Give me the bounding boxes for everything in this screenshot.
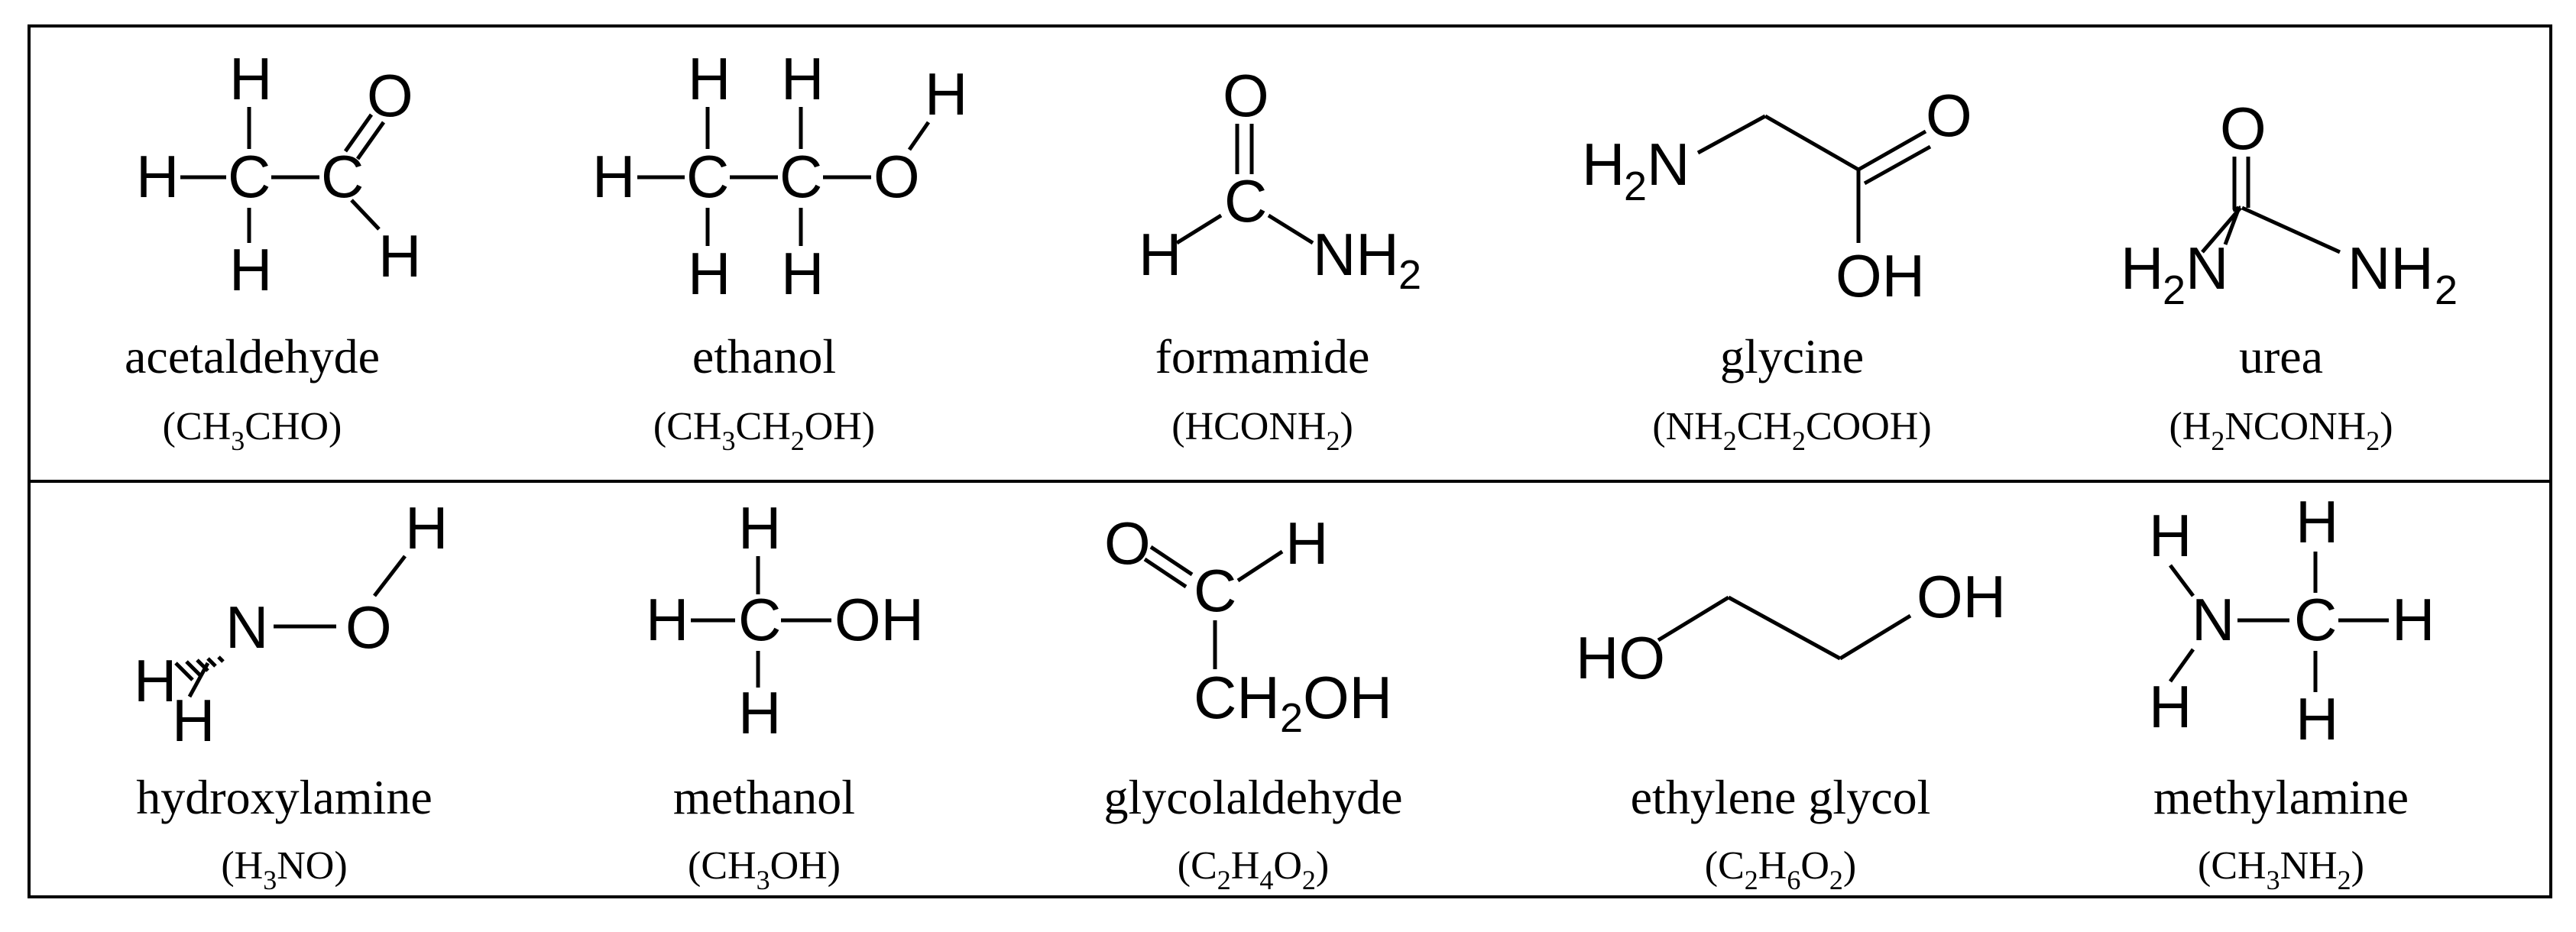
atom-h: H xyxy=(405,494,448,561)
atom-oh: OH xyxy=(834,586,924,653)
methylamine-structure: H H N C H H H xyxy=(2149,488,2435,752)
molecule-formula: (HCONH2) xyxy=(1171,405,1353,456)
atom-h: H xyxy=(2296,685,2338,752)
atom-o: O xyxy=(2220,95,2267,162)
atom-c: C xyxy=(738,586,781,653)
molecule-name: methylamine xyxy=(2153,770,2409,824)
atom-ho: HO xyxy=(1576,624,1665,691)
atom-h: H xyxy=(2149,673,2192,740)
molecule-formula: (C2H4O2) xyxy=(1178,844,1329,895)
molecule-formula: (CH3OH) xyxy=(688,844,841,895)
atom-c: C xyxy=(321,143,364,210)
molecule-formula: (H3NO) xyxy=(221,844,347,895)
atom-o: O xyxy=(367,62,413,129)
atom-nh2: NH xyxy=(2348,235,2434,302)
atom-c: C xyxy=(779,143,822,210)
atom-oh: OH xyxy=(1303,664,1392,731)
molecule-formula: (NH2CH2COOH) xyxy=(1652,405,1931,456)
atom-h: H xyxy=(688,240,731,307)
atom-n: N xyxy=(1647,131,1690,198)
molecule-name: formamide xyxy=(1155,329,1370,383)
atom-c: C xyxy=(2294,586,2337,653)
atom-h: H xyxy=(134,647,177,714)
molecule-name: glycolaldehyde xyxy=(1104,770,1403,824)
atom-h: H xyxy=(646,586,689,653)
atom-h: H xyxy=(738,494,781,561)
molecule-formula: (CH3NH2) xyxy=(2198,844,2364,895)
ethanol-structure: H H H C C O H H H xyxy=(592,45,967,307)
table-border xyxy=(28,24,2552,898)
atom-h: H xyxy=(229,45,272,112)
atom-ch2: CH xyxy=(1194,664,1280,731)
atom-h: H xyxy=(136,143,179,210)
molecule-name: methanol xyxy=(673,770,855,824)
molecule-name: acetaldehyde xyxy=(125,329,380,383)
atom-h: H xyxy=(2121,235,2163,302)
molecule-formula: (CH3CHO) xyxy=(163,405,342,456)
molecule-formula: (C2H6O2) xyxy=(1705,844,1856,895)
atom-h: H xyxy=(738,679,781,746)
atom-nh2: NH xyxy=(1313,221,1399,288)
subscript-2: 2 xyxy=(2435,267,2458,313)
atom-c: C xyxy=(228,143,271,210)
atom-h: H xyxy=(1285,510,1328,577)
atom-oh: OH xyxy=(1917,563,2006,630)
atom-c: C xyxy=(1224,167,1267,235)
molecule-name: ethylene glycol xyxy=(1631,770,1931,824)
atom-h: H xyxy=(925,60,967,128)
glycine-structure: H 2 N O OH xyxy=(1582,82,1972,309)
urea-structure: O H 2 N NH 2 xyxy=(2121,95,2458,313)
subscript-2: 2 xyxy=(1624,163,1647,209)
atom-n: N xyxy=(2192,586,2234,653)
subscript-2: 2 xyxy=(1280,695,1303,741)
atom-o: O xyxy=(1223,62,1269,129)
atom-h: H xyxy=(781,240,824,307)
atom-h: H xyxy=(2296,488,2338,555)
atom-c: C xyxy=(686,143,729,210)
atom-c: C xyxy=(1194,557,1236,624)
atom-h: H xyxy=(229,236,272,303)
atom-h: H xyxy=(688,45,731,112)
molecule-name: hydroxylamine xyxy=(136,770,432,824)
molecule-formula: (CH3CH2OH) xyxy=(653,405,875,456)
subscript-2: 2 xyxy=(2163,267,2186,313)
molecule-name: glycine xyxy=(1720,329,1864,383)
atom-o: O xyxy=(873,143,920,210)
hydroxylamine-structure: H N O H H xyxy=(134,494,448,754)
atom-oh: OH xyxy=(1836,242,1925,309)
atom-h: H xyxy=(1139,221,1181,288)
atom-n: N xyxy=(225,594,268,661)
atom-h: H xyxy=(1582,131,1625,198)
atom-o: O xyxy=(1104,510,1151,577)
atom-h: H xyxy=(2149,502,2192,569)
atom-o: O xyxy=(345,594,392,661)
atom-h: H xyxy=(172,687,215,754)
atom-h: H xyxy=(781,45,824,112)
molecule-formula: (H2NCONH2) xyxy=(2169,405,2393,456)
subscript-2: 2 xyxy=(1398,252,1421,298)
formamide-structure: O C H NH 2 xyxy=(1139,62,1421,298)
ethylene-glycol-structure: HO OH xyxy=(1576,563,2006,691)
molecule-name: urea xyxy=(2239,329,2323,383)
atom-h: H xyxy=(2392,586,2435,653)
acetaldehyde-structure: H H C H C O H xyxy=(136,45,421,303)
molecule-name: ethanol xyxy=(692,329,836,383)
glycolaldehyde-structure: O C H CH 2 OH xyxy=(1104,510,1392,741)
atom-h: H xyxy=(592,143,635,210)
atom-o: O xyxy=(1926,82,1972,149)
methanol-structure: H H C OH H xyxy=(646,494,924,746)
atom-h: H xyxy=(378,222,421,290)
